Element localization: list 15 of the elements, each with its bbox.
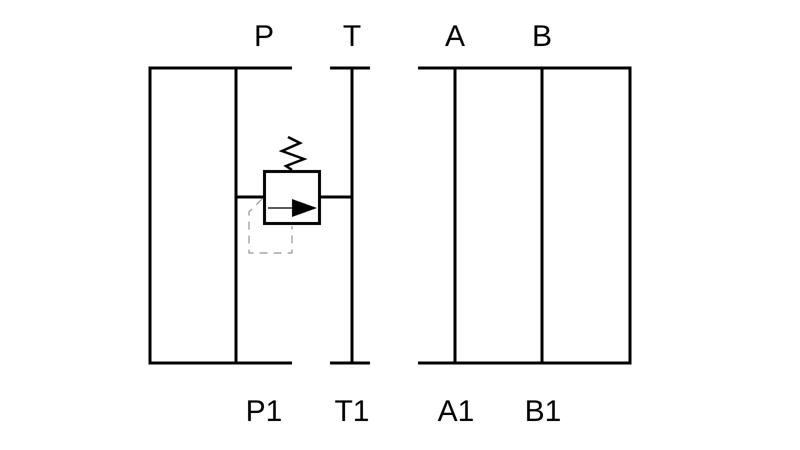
hydraulic-line <box>350 68 354 363</box>
port-label: P <box>254 22 274 52</box>
port-label: B <box>532 22 552 52</box>
port-label: T1 <box>334 397 370 427</box>
hydraulic-line <box>540 68 544 363</box>
port-label: P1 <box>246 397 282 427</box>
hydraulic-line <box>234 68 238 363</box>
port-label: T <box>342 22 362 52</box>
hydraulic-line <box>321 196 352 198</box>
port-label: A1 <box>438 397 474 427</box>
hydraulic-line <box>454 68 456 363</box>
port-label: A <box>444 22 465 52</box>
hydraulic-line <box>236 196 263 198</box>
relief-valve-symbol <box>263 170 321 225</box>
port-label: B1 <box>524 397 562 427</box>
